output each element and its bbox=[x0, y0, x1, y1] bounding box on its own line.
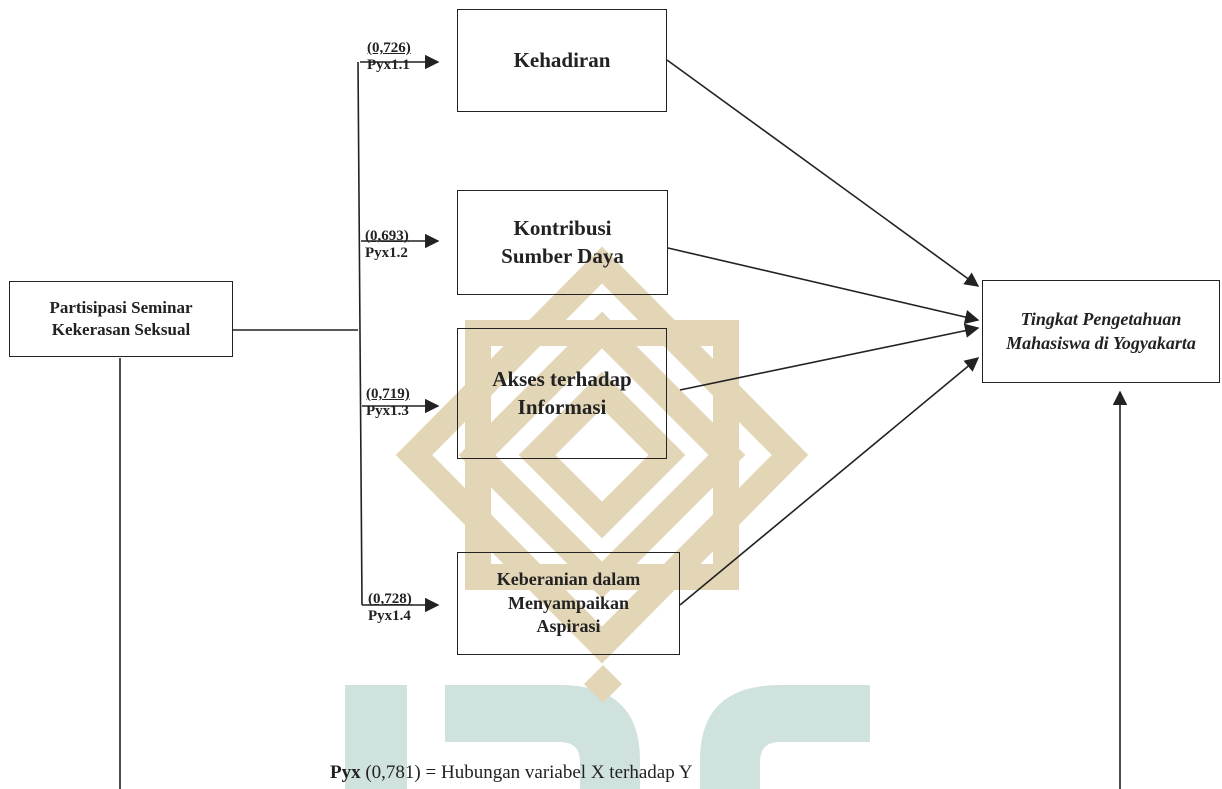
coefficient-value-1: (0,726) bbox=[367, 40, 411, 56]
coefficient-label-2: (0,693) Pyx1.2 bbox=[365, 228, 409, 263]
target-label: Tingkat Pengetahuan Mahasiswa di Yogyaka… bbox=[1006, 309, 1196, 353]
source-box-line1: Partisipasi Seminar bbox=[49, 297, 193, 317]
coefficient-label-1: (0,726) Pyx1.1 bbox=[367, 40, 411, 75]
legend-note-text: (0,781) = Hubungan variabel X terhadap Y bbox=[360, 762, 693, 783]
coefficient-value-2: (0,693) bbox=[365, 228, 409, 244]
connector-lines bbox=[119, 54, 1128, 789]
dimension-box-keberanian-aspirasi: Keberanian dalam Menyampaikan Aspirasi bbox=[457, 552, 680, 655]
source-box-partisipasi-seminar: Partisipasi Seminar Kekerasan Seksual bbox=[9, 281, 233, 357]
watermark-logo bbox=[345, 246, 870, 789]
source-box-line2: Kekerasan Seksual bbox=[51, 320, 191, 339]
path-label-3: Pyx1.3 bbox=[366, 403, 409, 420]
dimension-box-kontribusi-sumber-daya: Kontribusi Sumber Daya bbox=[457, 190, 668, 295]
dimension-label-keberanian-aspirasi: Keberanian dalam Menyampaikan Aspirasi bbox=[496, 569, 641, 637]
legend-note-symbol: Pyx bbox=[330, 762, 361, 783]
dimension-label-akses-informasi: Akses terhadap Informasi bbox=[492, 367, 632, 419]
coefficient-value-4: (0,728) bbox=[368, 591, 412, 607]
coefficient-label-4: (0,728) Pyx1.4 bbox=[368, 591, 412, 626]
path-label-2: Pyx1.2 bbox=[365, 245, 408, 262]
target-box-tingkat-pengetahuan: Tingkat Pengetahuan Mahasiswa di Yogyaka… bbox=[982, 280, 1220, 383]
coefficient-value-3: (0,719) bbox=[366, 386, 410, 402]
dimension-label-kehadiran: Kehadiran bbox=[513, 47, 611, 72]
dimension-label-kontribusi-sumber-daya: Kontribusi Sumber Daya bbox=[501, 216, 624, 268]
legend-note: Pyx (0,781) = Hubungan variabel X terhad… bbox=[330, 762, 692, 784]
path-label-1: Pyx1.1 bbox=[367, 57, 410, 74]
path-label-4: Pyx1.4 bbox=[368, 608, 411, 625]
coefficient-label-3: (0,719) Pyx1.3 bbox=[366, 386, 410, 421]
dimension-box-akses-informasi: Akses terhadap Informasi bbox=[457, 328, 667, 459]
dimension-box-kehadiran: Kehadiran bbox=[457, 9, 667, 112]
